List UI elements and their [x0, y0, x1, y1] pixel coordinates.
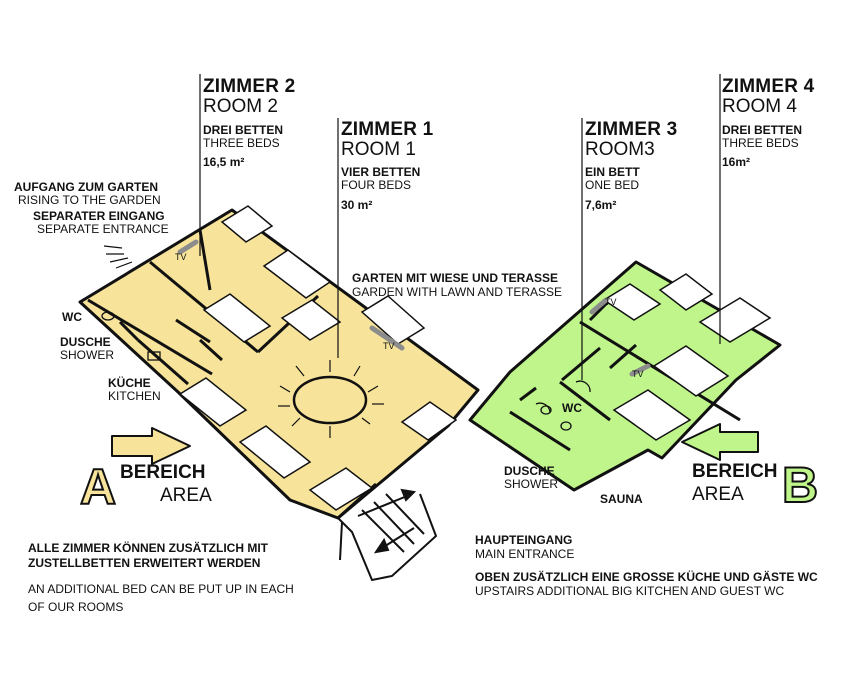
- area-b-bereich: BEREICH: [692, 461, 778, 482]
- stair-lines: [103, 245, 133, 269]
- shower-right-en: SHOWER: [504, 477, 558, 491]
- room3-beds-en: ONE BED: [585, 178, 640, 192]
- main-entry-en: MAIN ENTRANCE: [475, 547, 575, 561]
- wc-right-label: WC: [562, 401, 582, 415]
- tv-label-room4: TV: [632, 369, 644, 379]
- room3-title-de: ZIMMER 3: [585, 119, 678, 140]
- area-b-area: AREA: [692, 484, 744, 505]
- room1-size: 30 m²: [341, 198, 373, 212]
- room1-beds-de: VIER BETTEN: [341, 165, 421, 179]
- area-a-area: AREA: [160, 485, 212, 506]
- area-b-floor: [468, 260, 782, 492]
- upstairs-en: UPSTAIRS ADDITIONAL BIG KITCHEN AND GUES…: [475, 584, 785, 598]
- kitchen-en: KITCHEN: [108, 389, 161, 403]
- extra-beds-de-1: ALLE ZIMMER KÖNNEN ZUSÄTZLICH MIT: [28, 541, 268, 555]
- extra-beds-en-1: AN ADDITIONAL BED CAN BE PUT UP IN EACH: [28, 582, 294, 596]
- room2-title-en: ROOM 2: [203, 96, 278, 117]
- entrance-arrows: [357, 488, 417, 554]
- room1-beds-en: FOUR BEDS: [341, 178, 412, 192]
- round-table: [278, 360, 384, 438]
- main-entrance-stair: [337, 493, 438, 582]
- tv-label-room2: TV: [175, 252, 187, 262]
- room3-title-en: ROOM3: [585, 139, 655, 160]
- garden-en: GARDEN WITH LAWN AND TERASSE: [352, 285, 563, 299]
- arrow-a-icon: [111, 427, 191, 465]
- room2-title-de: ZIMMER 2: [203, 76, 296, 97]
- room3-size: 7,6m²: [585, 198, 617, 212]
- leader-lines: [199, 74, 721, 380]
- room1-title-en: ROOM 1: [341, 139, 416, 160]
- shower-left-de: DUSCHE: [60, 335, 111, 349]
- extra-beds-de-2: ZUSTELLBETTEN ERWEITERT WERDEN: [28, 556, 261, 570]
- area-b-beds: [602, 273, 772, 441]
- upstairs-de: OBEN ZUSÄTZLICH EINE GROSSE KÜCHE UND GÄ…: [475, 570, 818, 584]
- room4-beds-de: DREI BETTEN: [722, 123, 803, 137]
- sep-entry-de: SEPARATER EINGANG: [33, 209, 165, 223]
- shower-left-en: SHOWER: [60, 348, 114, 362]
- room1-title-de: ZIMMER 1: [341, 119, 434, 140]
- sanitary-fixtures: [101, 311, 591, 431]
- main-entry-de: HAUPTEINGANG: [475, 533, 573, 547]
- arrow-b-icon: [681, 423, 759, 461]
- extra-beds-en-2: OF OUR ROOMS: [28, 600, 124, 614]
- room3-beds-de: EIN BETT: [585, 165, 640, 179]
- area-a-bereich: BEREICH: [120, 462, 206, 483]
- area-b-letter: B: [782, 457, 818, 513]
- sep-entry-en: SEPARATE ENTRANCE: [37, 222, 169, 236]
- room2-beds-en: THREE BEDS: [203, 136, 280, 150]
- area-a-beds: [178, 205, 458, 511]
- room4-title-de: ZIMMER 4: [722, 76, 815, 97]
- room2-beds-de: DREI BETTEN: [203, 123, 284, 137]
- kitchen-de: KÜCHE: [108, 376, 151, 390]
- garden-rise-en: RISING TO THE GARDEN: [18, 193, 161, 207]
- sauna-label: SAUNA: [600, 492, 643, 506]
- tv-bars: [177, 239, 651, 377]
- garden-rise-de: AUFGANG ZUM GARTEN: [14, 180, 158, 194]
- area-a-letter: A: [80, 459, 116, 515]
- room4-title-en: ROOM 4: [722, 96, 797, 117]
- room2-size: 16,5 m²: [203, 155, 245, 169]
- shower-right-de: DUSCHE: [504, 464, 555, 478]
- room4-beds-en: THREE BEDS: [722, 136, 799, 150]
- garden-de: GARTEN MIT WIESE UND TERASSE: [352, 271, 559, 285]
- room4-size: 16m²: [722, 155, 751, 169]
- tv-label-room1: TV: [383, 341, 395, 351]
- tv-label-room3: TV: [605, 297, 617, 307]
- wc-left-label: WC: [62, 310, 82, 324]
